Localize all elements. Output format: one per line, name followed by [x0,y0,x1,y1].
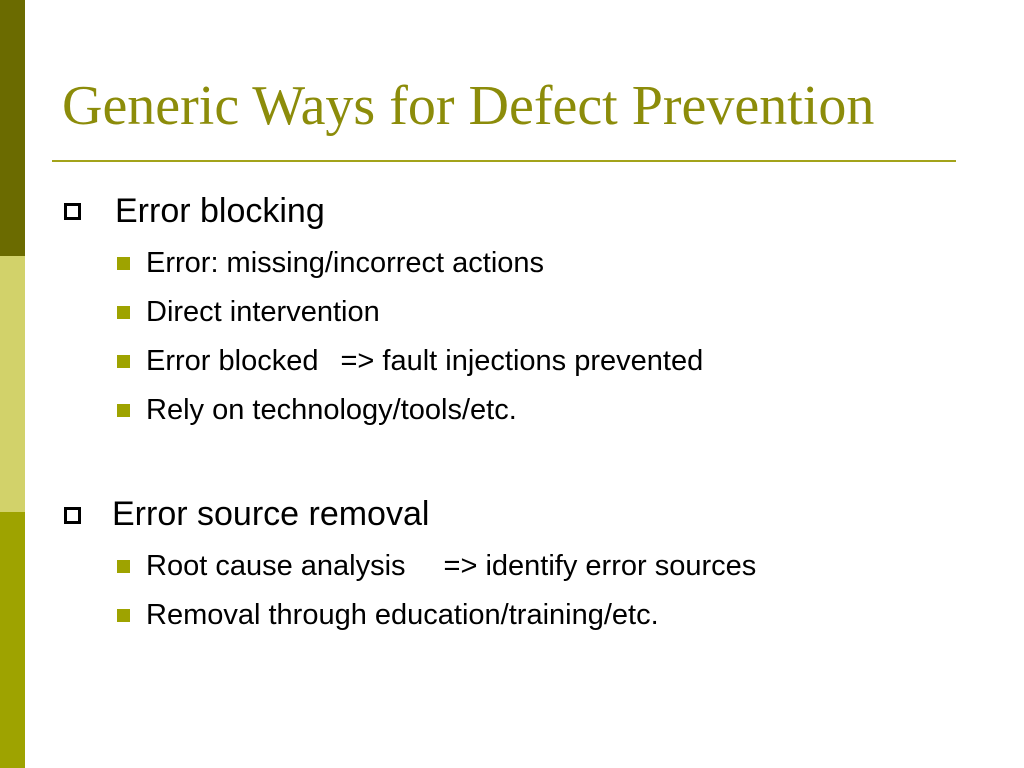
solid-square-bullet-icon [117,306,130,319]
list-item-tail: => identify error sources [443,550,757,582]
section-heading-error-source-removal: Error source removal [112,495,430,533]
solid-square-bullet-icon [117,355,130,368]
list-item: Removal through education/training/etc. [146,599,659,631]
title-underline [52,160,956,162]
list-item: Root cause analysis => identify error sou… [146,552,756,581]
decorative-stripe-middle [0,256,25,512]
slide-title: Generic Ways for Defect Prevention [62,75,875,137]
list-item-tail: => fault injections prevented [340,345,704,377]
list-item: Error blocked => fault injections prevent… [146,347,703,376]
hollow-square-bullet-icon [64,507,81,524]
solid-square-bullet-icon [117,404,130,417]
list-item: Error: missing/incorrect actions [146,247,545,279]
list-item-lead: Error blocked [146,345,319,377]
solid-square-bullet-icon [117,560,130,573]
solid-square-bullet-icon [117,609,130,622]
decorative-stripe-bottom [0,512,25,768]
hollow-square-bullet-icon [64,203,81,220]
list-item: Direct intervention [146,296,380,328]
decorative-stripe-top [0,0,25,256]
list-item-lead: Root cause analysis [146,550,406,582]
section-heading-error-blocking: Error blocking [115,192,325,230]
solid-square-bullet-icon [117,257,130,270]
list-item: Rely on technology/tools/etc. [146,394,517,426]
